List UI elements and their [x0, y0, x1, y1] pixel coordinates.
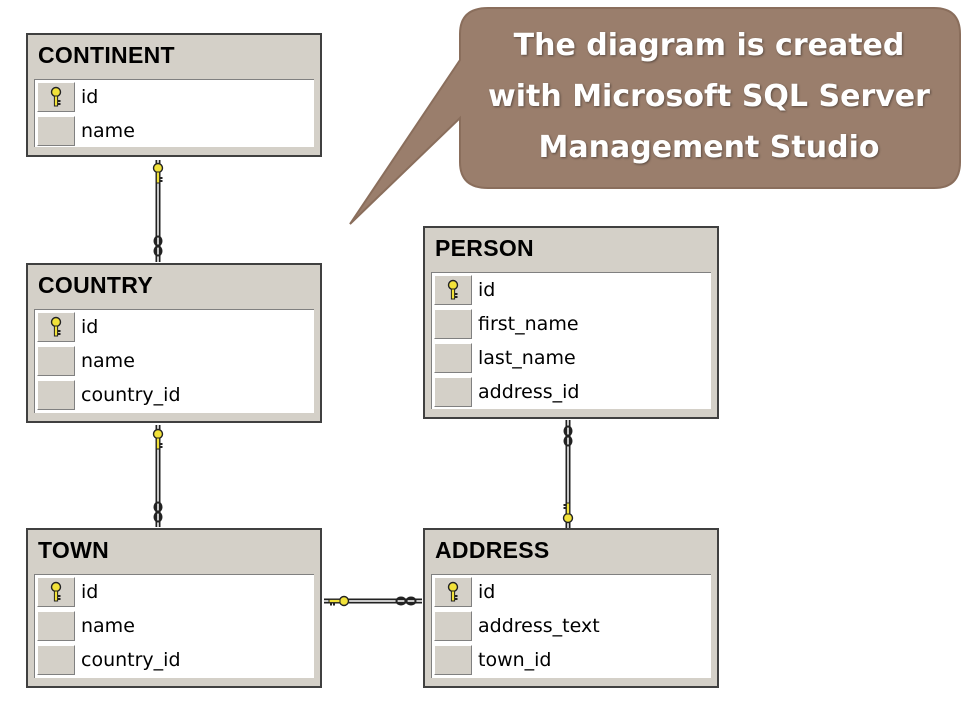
- column-name: id: [478, 279, 496, 301]
- rel-person-address: [562, 420, 574, 528]
- rel-town-address: [324, 595, 422, 607]
- callout-line-2: with Microsoft SQL Server: [488, 79, 930, 114]
- primary-key-icon: [435, 581, 471, 610]
- column-row-name[interactable]: name: [35, 609, 314, 643]
- column-row-id[interactable]: id: [432, 575, 711, 609]
- primary-key-icon: [38, 581, 74, 610]
- callout-line-3: Management Studio: [538, 130, 880, 165]
- column-row-address-id[interactable]: address_id: [432, 375, 711, 409]
- column-name: id: [81, 316, 99, 338]
- column-name: id: [81, 86, 99, 108]
- column-list: id name: [34, 79, 314, 147]
- table-person[interactable]: PERSON id first_name last_name address_i…: [423, 226, 719, 419]
- column-row-last-name[interactable]: last_name: [432, 341, 711, 375]
- column-row-id[interactable]: id: [35, 310, 314, 344]
- column-list: id name country_id: [34, 574, 314, 678]
- column-row-name[interactable]: name: [35, 344, 314, 378]
- column-name: name: [81, 615, 135, 637]
- table-town[interactable]: TOWN id name country_id: [26, 528, 322, 688]
- column-row-country-id[interactable]: country_id: [35, 643, 314, 677]
- callout-line-1: The diagram is created: [513, 28, 905, 63]
- column-row-town-id[interactable]: town_id: [432, 643, 711, 677]
- table-title: PERSON: [435, 235, 534, 261]
- table-address[interactable]: ADDRESS id address_text town_id: [423, 528, 719, 688]
- table-title: CONTINENT: [38, 42, 175, 68]
- column-row-id[interactable]: id: [35, 575, 314, 609]
- table-continent[interactable]: CONTINENT id name: [26, 33, 322, 157]
- column-list: id name country_id: [34, 309, 314, 413]
- column-list: id address_text town_id: [431, 574, 711, 678]
- column-name: id: [478, 581, 496, 603]
- table-country[interactable]: COUNTRY id name country_id: [26, 263, 322, 423]
- primary-key-icon: [38, 316, 74, 345]
- column-row-address-text[interactable]: address_text: [432, 609, 711, 643]
- column-row-first-name[interactable]: first_name: [432, 307, 711, 341]
- column-row-id[interactable]: id: [432, 273, 711, 307]
- column-name: address_id: [478, 381, 580, 403]
- table-title: ADDRESS: [435, 537, 550, 563]
- column-name: last_name: [478, 347, 576, 369]
- column-name: country_id: [81, 649, 181, 671]
- column-name: name: [81, 350, 135, 372]
- column-name: first_name: [478, 313, 579, 335]
- column-list: id first_name last_name address_id: [431, 272, 711, 409]
- rel-continent-country: [152, 160, 164, 262]
- column-name: address_text: [478, 615, 600, 637]
- callout-text: The diagram is created with Microsoft SQ…: [460, 20, 958, 173]
- column-row-name[interactable]: name: [35, 114, 314, 148]
- rel-country-town: [152, 425, 164, 527]
- column-name: id: [81, 581, 99, 603]
- column-name: country_id: [81, 384, 181, 406]
- column-row-country-id[interactable]: country_id: [35, 378, 314, 412]
- primary-key-icon: [38, 86, 74, 115]
- table-title: TOWN: [38, 537, 110, 563]
- table-title: COUNTRY: [38, 272, 153, 298]
- column-row-id[interactable]: id: [35, 80, 314, 114]
- primary-key-icon: [435, 279, 471, 308]
- column-name: name: [81, 120, 135, 142]
- column-name: town_id: [478, 649, 552, 671]
